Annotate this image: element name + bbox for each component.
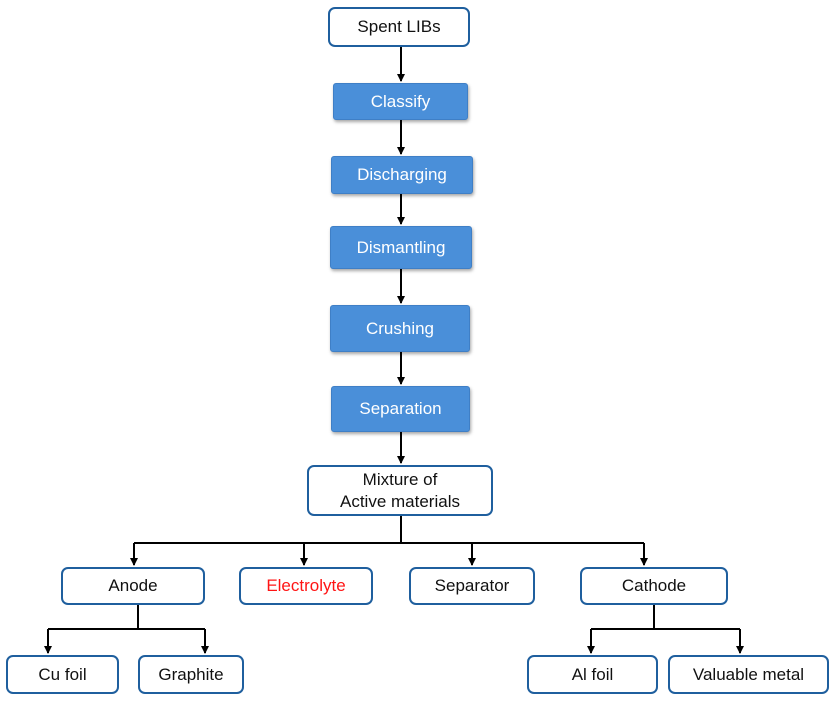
classify-step: Classify (333, 83, 468, 120)
discharging-step: Discharging (331, 156, 473, 194)
electrolyte-node: Electrolyte (239, 567, 373, 605)
anode-label: Anode (108, 576, 158, 595)
mixture-node: Mixture of Active materials (307, 465, 493, 516)
al-foil-label: Al foil (571, 664, 614, 684)
valuable-metal-node: Valuable metal (668, 655, 829, 694)
cathode-node: Cathode (580, 567, 728, 605)
cu-foil-node: Cu foil (6, 655, 119, 694)
separator-node: Separator (409, 567, 535, 605)
graphite-label: Graphite (158, 664, 224, 684)
separation-label: Separation (359, 399, 442, 418)
anode-node: Anode (61, 567, 205, 605)
crushing-label: Crushing (365, 318, 435, 338)
graphite-node: Graphite (138, 655, 244, 694)
valuable-metal-label: Valuable metal (692, 664, 805, 684)
mixture-label: Mixture of Active materials (340, 469, 460, 511)
spent-libs-node: Spent LIBs (328, 7, 470, 47)
cathode-label: Cathode (621, 576, 687, 595)
classify-label: Classify (370, 91, 431, 111)
discharging-label: Discharging (357, 165, 447, 184)
dismantling-step: Dismantling (330, 226, 472, 269)
electrolyte-label: Electrolyte (266, 576, 346, 595)
spent-libs-label: Spent LIBs (357, 17, 441, 36)
cu-foil-label: Cu foil (38, 664, 87, 684)
crushing-step: Crushing (330, 305, 470, 352)
separator-label: Separator (434, 576, 510, 595)
separation-step: Separation (331, 386, 470, 432)
al-foil-node: Al foil (527, 655, 658, 694)
dismantling-label: Dismantling (356, 237, 446, 257)
